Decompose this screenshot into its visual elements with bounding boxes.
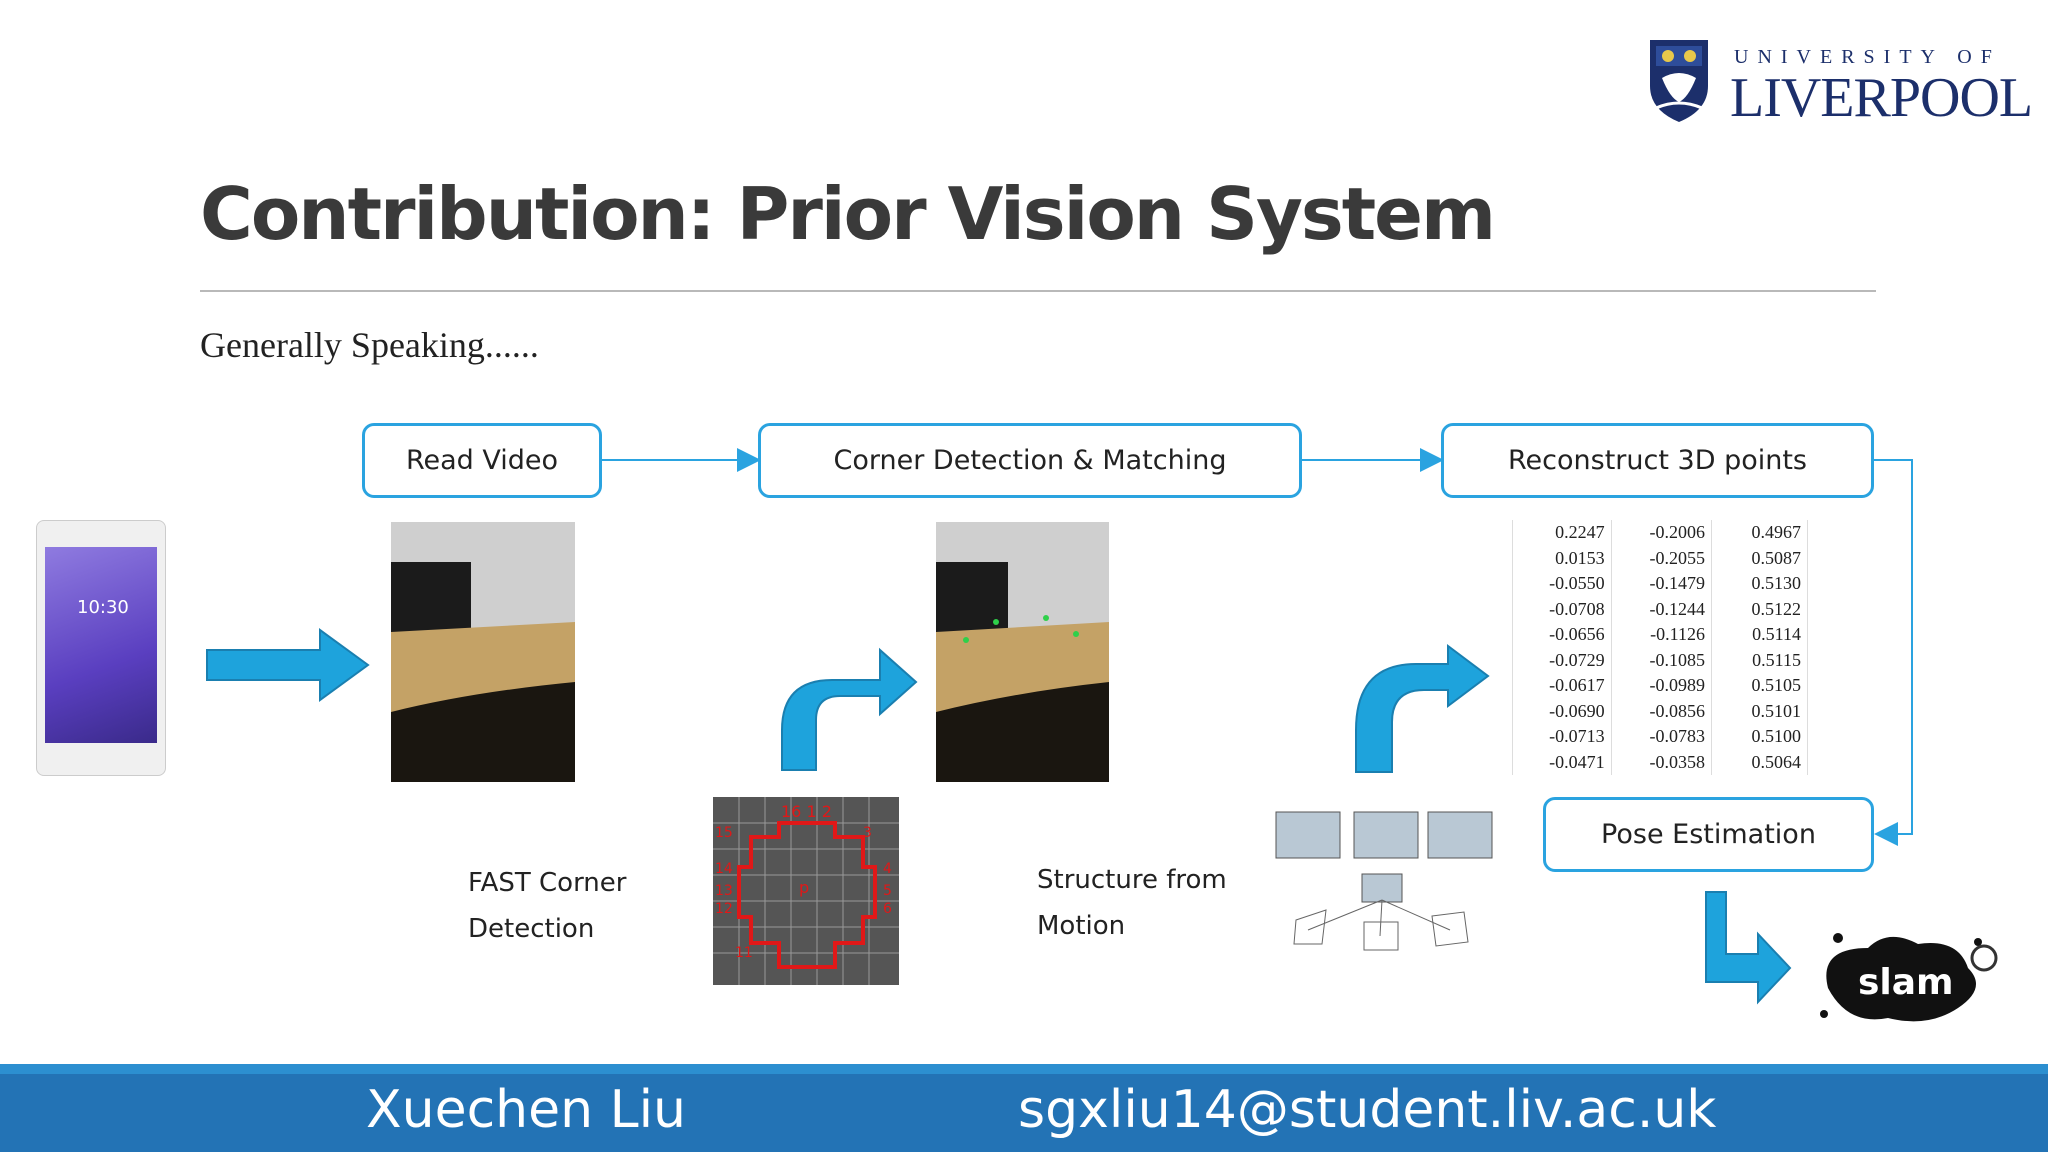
table-cell: 0.5122 [1711,596,1808,622]
table-cell: 0.5100 [1711,724,1808,750]
sfm-curved-arrow [1355,644,1490,773]
phone-clock: 10:30 [77,597,129,618]
fast-left-number: 14 [715,861,733,877]
phone-to-video-arrow [206,628,370,702]
video-frame-image [391,522,575,782]
smartphone-image: 10:30 [36,520,166,776]
caption-sfm-line1: Structure from [1037,865,1227,895]
fast-right-number: 5 [883,883,892,899]
table-cell: 0.5087 [1711,545,1808,571]
logo-liverpool: LIVERPOOL [1730,67,2033,129]
fast-left-number: 13 [715,883,733,899]
table-cell: -0.0713 [1512,724,1612,750]
slam-logo-text: slam [1858,962,1954,1003]
table-cell: 0.2247 [1512,520,1612,546]
step-corner-detection: Corner Detection & Matching [758,423,1302,498]
table-cell: 0.5105 [1711,673,1808,699]
footer-author: Xuechen Liu [366,1080,686,1140]
fast-center-label: p [799,878,809,897]
fast-right-number: 3 [863,825,872,841]
footer-accent-bar [0,1064,2048,1074]
table-cell: -0.1479 [1610,571,1712,597]
table-cell: -0.2006 [1610,520,1712,546]
table-cell: -0.2055 [1610,545,1712,571]
table-cell: 0.5064 [1711,749,1808,775]
fast-corner-grid-image: 16 1 2 p 15 14 13 12 11 3 4 5 6 [713,797,899,985]
table-cell: -0.1085 [1610,647,1712,673]
caption-fast-corner: FAST Corner Detection [468,860,626,952]
table-cell: -0.0783 [1610,724,1712,750]
university-logo [1646,38,2026,128]
fast-left-number: 12 [715,901,733,917]
table-cell: -0.0617 [1512,673,1612,699]
fast-left-number: 11 [735,945,753,961]
table-cell: -0.0656 [1512,622,1612,648]
caption-sfm-line2: Motion [1037,911,1126,941]
table-cell: 0.5114 [1711,622,1808,648]
table-cell: -0.0358 [1610,749,1712,775]
table-cell: -0.0550 [1512,571,1612,597]
caption-fast-line2: Detection [468,914,595,944]
table-cell: 0.0153 [1512,545,1612,571]
slam-logo: slam [1820,933,1998,1022]
matched-frame-image [936,522,1109,782]
phone-screen: 10:30 [45,547,157,743]
caption-fast-line1: FAST Corner [468,868,627,898]
table-cell: 0.5130 [1711,571,1808,597]
fast-right-number: 6 [883,901,892,917]
footer-bar [0,1074,2048,1152]
step-reconstruct-3d: Reconstruct 3D points [1441,423,1874,498]
slide-title: Contribution: Prior Vision System [200,172,1496,256]
table-cell: 0.5115 [1711,647,1808,673]
fast-top-numbers: 16 1 2 [781,802,832,821]
footer-email: sgxliu14@student.liv.ac.uk [1018,1080,1717,1140]
step-pose-estimation: Pose Estimation [1543,797,1874,872]
step-read-video: Read Video [362,423,602,498]
connector-reconstruct-to-pose [1874,459,1913,846]
logo-university-of: UNIVERSITY OF [1734,46,2001,68]
caption-sfm: Structure from Motion [1037,857,1227,949]
title-divider [200,290,1876,292]
fast-curved-arrow [781,647,918,771]
fast-left-number: 15 [715,825,733,841]
table-cell: 0.4967 [1711,520,1808,546]
table-cell: -0.0708 [1512,596,1612,622]
table-cell: -0.0729 [1512,647,1612,673]
table-cell: 0.5101 [1711,698,1808,724]
table-cell: -0.0856 [1610,698,1712,724]
table-cell: -0.0989 [1610,673,1712,699]
slide-subtitle: Generally Speaking...... [200,325,539,365]
table-cell: -0.0690 [1512,698,1612,724]
table-cell: -0.0471 [1512,749,1612,775]
pose-to-slam-arrow [1705,891,1792,1005]
table-cell: -0.1126 [1610,622,1712,648]
fast-right-number: 4 [883,861,892,877]
crest-icon [1650,40,1708,122]
sfm-cameras-image [1272,800,1498,976]
table-cell: -0.1244 [1610,596,1712,622]
